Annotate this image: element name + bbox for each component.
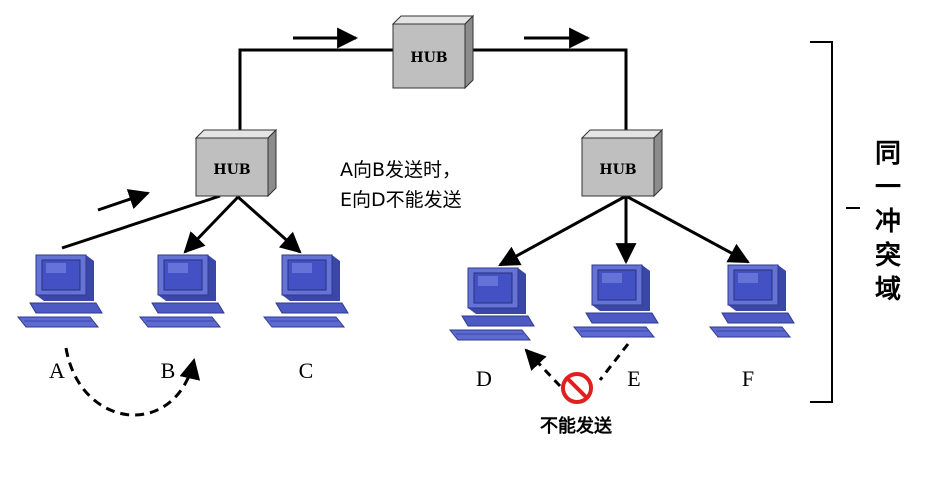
computer-b-label: B bbox=[161, 358, 176, 383]
link-right-hub-d bbox=[498, 194, 627, 267]
computer-a-label: A bbox=[49, 358, 65, 383]
link-left-hub-c bbox=[237, 195, 302, 254]
hub-uplink-lines bbox=[238, 48, 628, 150]
svg-text:一: 一 bbox=[875, 173, 901, 203]
computer-c-icon bbox=[263, 254, 349, 328]
computer-d-label: D bbox=[476, 366, 492, 391]
blocked-path-e-to-d bbox=[598, 343, 630, 381]
hub-left: HUB bbox=[194, 128, 278, 198]
computer-b-icon bbox=[139, 254, 225, 328]
svg-text:突: 突 bbox=[875, 240, 901, 271]
link-a-left-hub bbox=[61, 194, 221, 250]
hub-top: HUB bbox=[391, 14, 475, 90]
transmission-a-to-b bbox=[64, 347, 201, 417]
flow-arrow-a-to-hub bbox=[97, 189, 150, 212]
hub-right-label: HUB bbox=[599, 162, 636, 178]
computer-e-icon bbox=[573, 264, 659, 338]
computer-f-label: F bbox=[742, 366, 754, 391]
no-send-icon bbox=[561, 372, 593, 404]
blocked-label: 不能发送 bbox=[540, 415, 613, 437]
note-line-1: A向B发送时， bbox=[340, 159, 461, 181]
computer-d-icon bbox=[449, 267, 535, 341]
blocked-arrow-to-d bbox=[524, 348, 562, 388]
computer-c-label: C bbox=[299, 358, 314, 383]
svg-text:同: 同 bbox=[875, 139, 901, 169]
hub-right: HUB bbox=[580, 128, 664, 198]
link-left-hub-b bbox=[183, 195, 240, 254]
computer-f-icon bbox=[709, 264, 795, 338]
collision-domain-label: 同 一 冲 突 域 bbox=[875, 139, 901, 305]
note-line-2: E向D不能发送 bbox=[340, 189, 462, 211]
collision-domain-bracket bbox=[810, 41, 860, 403]
computer-a-icon bbox=[17, 254, 103, 328]
svg-text:冲: 冲 bbox=[875, 207, 901, 237]
hub-left-label: HUB bbox=[213, 162, 250, 178]
computer-e-label: E bbox=[627, 366, 640, 391]
link-right-hub-f bbox=[625, 194, 750, 264]
svg-text:域: 域 bbox=[875, 275, 901, 305]
hub-top-label: HUB bbox=[410, 50, 447, 66]
